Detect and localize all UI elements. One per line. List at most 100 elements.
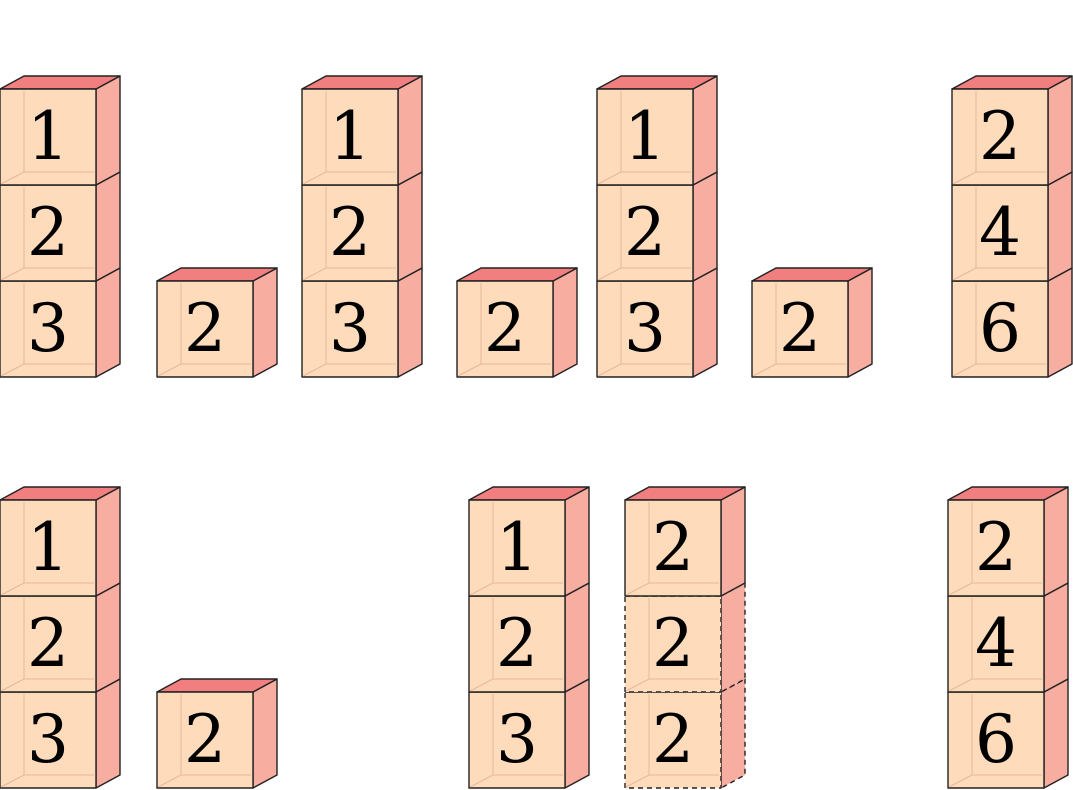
block-label: 3	[496, 701, 538, 778]
block-front-face	[301, 88, 399, 186]
block-label: 1	[496, 509, 538, 586]
block: 1	[0, 75, 121, 186]
block-inner-edge	[0, 267, 25, 281]
block: 3	[0, 267, 121, 378]
block: 2	[156, 267, 278, 378]
block-label: 1	[27, 509, 69, 586]
block: 2	[0, 171, 121, 282]
block-label: 1	[624, 98, 666, 175]
block: 2	[947, 486, 1069, 597]
block-label: 2	[975, 509, 1017, 586]
block-side-face	[95, 486, 121, 597]
block-inner-edge	[597, 171, 622, 185]
stack-e: 3 21	[596, 75, 718, 378]
block: 1	[596, 75, 718, 186]
block-side-face	[720, 582, 746, 693]
block-side-face	[397, 267, 423, 378]
block-label: 2	[184, 701, 226, 778]
block-label: 2	[496, 605, 538, 682]
block-front-face	[0, 595, 97, 693]
block-side-face	[95, 75, 121, 186]
block-inner-edge	[0, 171, 25, 185]
result: 6 4 2	[947, 486, 1069, 789]
block-front-face	[596, 184, 694, 282]
single-b: 2	[156, 267, 278, 378]
block: 4	[947, 582, 1069, 693]
stack-c: 321	[301, 75, 423, 378]
block-inner-edge	[469, 678, 494, 692]
ghost-block: 2	[624, 678, 746, 789]
block-inner-edge	[752, 363, 777, 377]
block-label: 6	[975, 701, 1017, 778]
block-inner-edge	[948, 582, 973, 596]
block-inner-edge	[157, 774, 182, 788]
block: 3	[301, 267, 423, 378]
block: 3	[468, 678, 590, 789]
block-label: 6	[979, 290, 1021, 367]
block: 3	[596, 267, 718, 378]
block-side-face	[1043, 678, 1069, 789]
block-side-face	[564, 486, 590, 597]
block-front-face	[468, 595, 566, 693]
single-f: 2	[751, 267, 873, 378]
ghost-block: 2	[624, 582, 746, 693]
block-side-face	[1047, 267, 1073, 378]
block-inner-edge	[948, 774, 973, 788]
stack-a: 3 21	[0, 75, 121, 378]
block-label: 2	[27, 605, 69, 682]
block-label: 2	[484, 290, 526, 367]
block: 2	[468, 582, 590, 693]
block-side-face	[692, 171, 718, 282]
block-inner-edge	[469, 582, 494, 596]
block-inner-edge	[625, 678, 650, 692]
block-label: 4	[975, 605, 1017, 682]
block-front-face	[0, 88, 97, 186]
block-label: 3	[27, 701, 69, 778]
block-front-face	[751, 280, 849, 378]
block: 2	[0, 582, 121, 693]
block-inner-edge	[952, 171, 977, 185]
block-front-face	[951, 184, 1049, 282]
block-front-face	[456, 280, 554, 378]
block: 2	[456, 267, 578, 378]
block: 1	[468, 486, 590, 597]
block-side-face	[95, 267, 121, 378]
block-side-face	[564, 582, 590, 693]
block-inner-edge	[302, 363, 327, 377]
block-side-face	[252, 678, 278, 789]
block-label: 1	[27, 98, 69, 175]
block-inner-edge	[625, 582, 650, 596]
block-inner-edge	[0, 363, 25, 377]
block-inner-edge	[302, 171, 327, 185]
block-inner-edge	[0, 678, 25, 692]
block-front-face	[0, 691, 97, 789]
single-d: 2	[456, 267, 578, 378]
broadcast: 222	[624, 486, 746, 789]
block: 6	[947, 678, 1069, 789]
block-front-face	[0, 280, 97, 378]
block-side-face	[397, 171, 423, 282]
block: 2	[301, 171, 423, 282]
block-label: 3	[624, 290, 666, 367]
block-side-face	[564, 678, 590, 789]
block-label: 3	[27, 290, 69, 367]
block-inner-edge	[625, 774, 650, 788]
block: 2	[751, 267, 873, 378]
block-front-face	[156, 691, 254, 789]
block-side-face	[397, 75, 423, 186]
result: 642	[951, 75, 1073, 378]
block-front-face	[0, 184, 97, 282]
block: 2	[596, 171, 718, 282]
block: 2	[624, 486, 746, 597]
block: 3	[0, 678, 121, 789]
block-side-face	[95, 582, 121, 693]
block-label: 2	[779, 290, 821, 367]
block-side-face	[720, 486, 746, 597]
block-inner-edge	[0, 582, 25, 596]
block-label: 2	[329, 194, 371, 271]
block: 2	[156, 678, 278, 789]
block-inner-edge	[952, 267, 977, 281]
block-label: 2	[979, 98, 1021, 175]
block-inner-edge	[457, 363, 482, 377]
